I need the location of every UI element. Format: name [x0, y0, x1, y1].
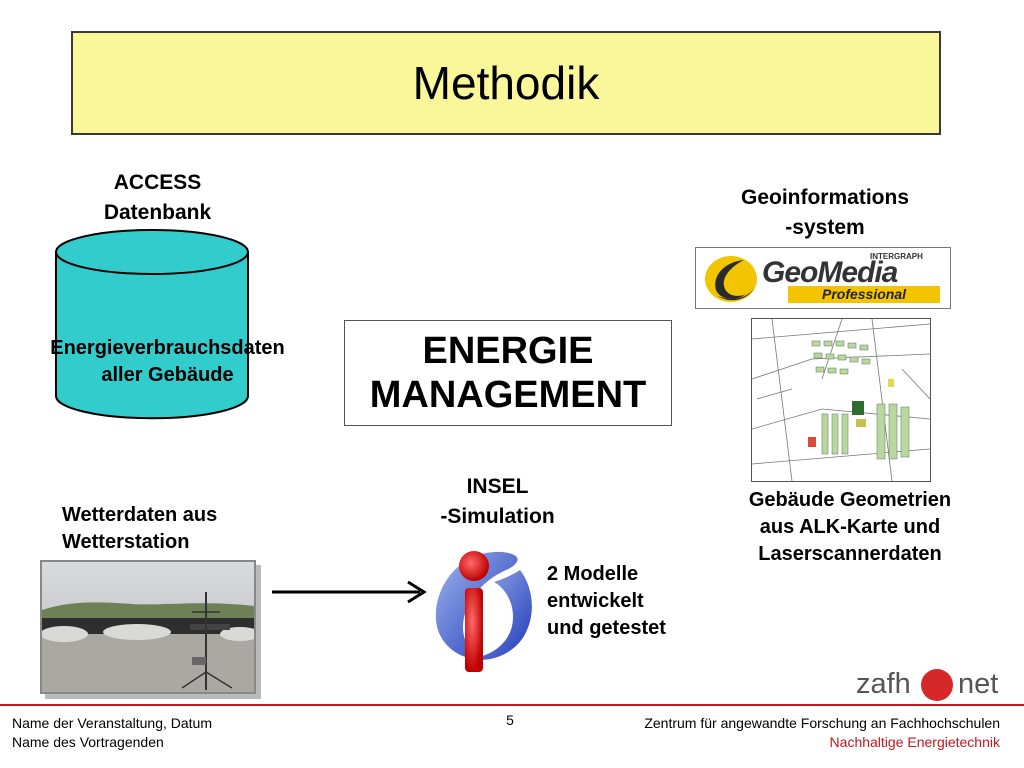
- geomedia-swirl-icon: [705, 256, 757, 302]
- zafh-text: zafh: [856, 668, 911, 700]
- insel-label-line1: INSEL: [466, 475, 529, 498]
- models-label-line2: entwickelt: [547, 590, 644, 612]
- zafh-net-logo: zafh net: [856, 668, 1006, 704]
- access-label: ACCESS Datenbank: [60, 168, 255, 228]
- models-label-line3: und getestet: [547, 617, 666, 639]
- weather-label-line1: Wetterdaten aus: [62, 504, 218, 526]
- weather-station-scene-icon: [42, 562, 254, 692]
- access-label-line2: Datenbank: [103, 201, 212, 224]
- database-label-line2: aller Gebäude: [101, 364, 234, 386]
- geo-label-line2: -system: [785, 216, 865, 239]
- geometry-label-line1: Gebäude Geometrien: [748, 489, 952, 511]
- geo-label-line1: Geoinformations: [740, 186, 909, 209]
- title-box: Methodik: [71, 31, 941, 135]
- footer-right: Zentrum für angewandte Forschung an Fach…: [560, 714, 1000, 752]
- red-dot-icon: [921, 669, 953, 701]
- access-label-line1: ACCESS: [113, 171, 202, 194]
- map-drawing-icon: [752, 319, 930, 481]
- alk-map-image: [751, 318, 931, 482]
- geomedia-professional-tag: Professional: [788, 286, 940, 303]
- database-label: Energieverbrauchsdaten aller Gebäude: [20, 335, 315, 389]
- geometry-label-line3: Laserscannerdaten: [758, 543, 942, 565]
- footer-left: Name der Veranstaltung, Datum Name des V…: [12, 714, 212, 752]
- weather-label: Wetterdaten aus Wetterstation: [62, 502, 292, 556]
- event-name-date: Name der Veranstaltung, Datum: [12, 715, 212, 731]
- geo-label: Geoinformations -system: [700, 183, 950, 243]
- page-number: 5: [506, 712, 514, 728]
- models-label: 2 Modelle entwickelt und getestet: [547, 561, 697, 642]
- geomedia-brand-text: GeoMedia: [762, 256, 898, 289]
- insel-label: INSEL -Simulation: [400, 472, 595, 532]
- energie-management-box: ENERGIE MANAGEMENT: [344, 320, 672, 426]
- database-label-line1: Energieverbrauchsdaten: [50, 337, 285, 359]
- geometry-label: Gebäude Geometrien aus ALK-Karte und Las…: [710, 487, 990, 568]
- energie-management-line2: MANAGEMENT: [369, 374, 647, 416]
- intergraph-text: INTERGRAPH: [870, 252, 923, 261]
- net-text: net: [958, 668, 999, 700]
- insel-logo-icon: [435, 551, 532, 672]
- weather-station-photo: [40, 560, 256, 694]
- insel-label-line2: -Simulation: [440, 505, 555, 528]
- models-label-line1: 2 Modelle: [547, 563, 639, 585]
- institution-name: Zentrum für angewandte Forschung an Fach…: [644, 715, 1000, 731]
- institution-department: Nachhaltige Energietechnik: [829, 734, 1000, 750]
- database-cylinder-icon: [55, 229, 249, 420]
- presenter-name: Name des Vortragenden: [12, 734, 164, 750]
- energie-management-line1: ENERGIE: [422, 330, 594, 372]
- geometry-label-line2: aus ALK-Karte und: [759, 516, 941, 538]
- page-title: Methodik: [412, 57, 600, 109]
- footer-divider: [0, 704, 1024, 706]
- weather-label-line2: Wetterstation: [62, 531, 190, 553]
- arrow-right-icon: [272, 580, 427, 604]
- geomedia-logo: INTERGRAPH GeoMedia Professional: [695, 247, 951, 309]
